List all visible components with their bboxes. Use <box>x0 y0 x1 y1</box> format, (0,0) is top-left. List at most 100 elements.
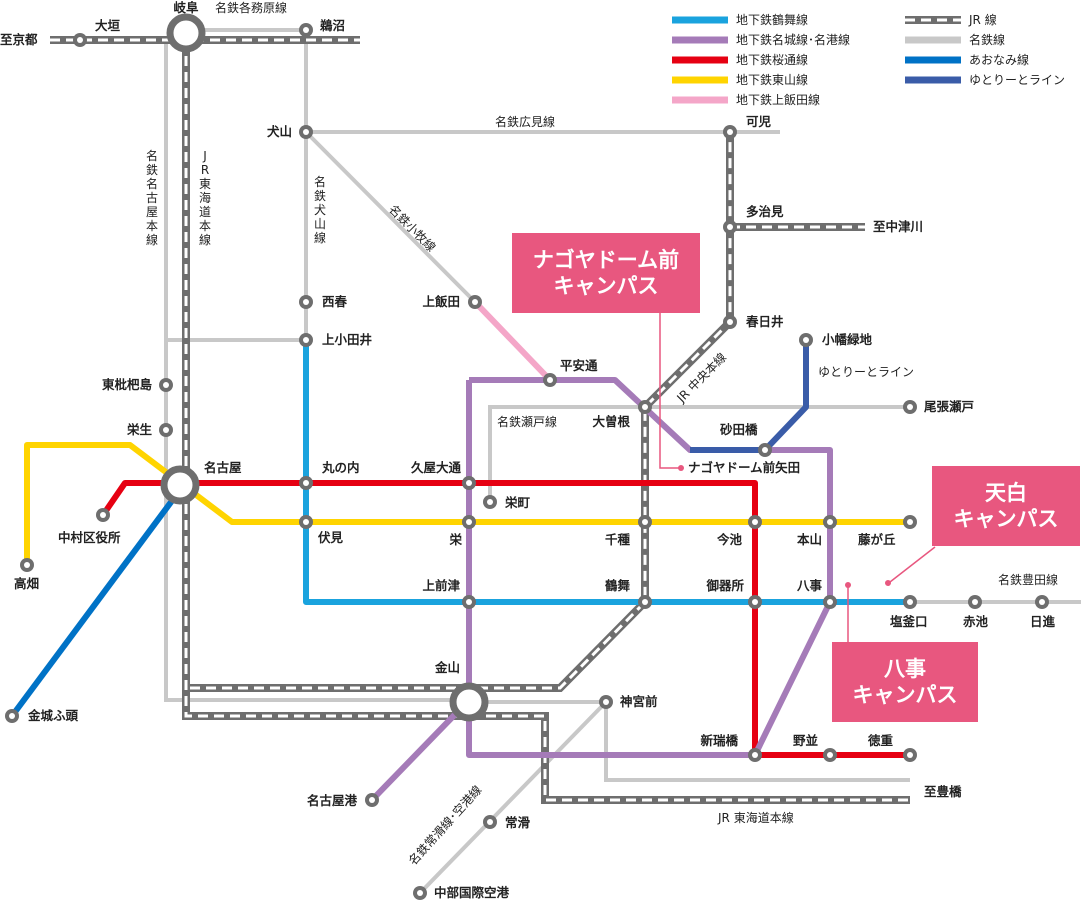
legend-label: 地下鉄東山線 <box>736 72 808 87</box>
station: 八事 <box>796 578 837 609</box>
station-label: 至豊橋 <box>924 784 962 799</box>
station-label: 高畑 <box>14 576 39 591</box>
station-label: 大垣 <box>95 18 121 33</box>
legend-label: JR 線 <box>968 12 997 27</box>
station: 栄町 <box>483 495 531 510</box>
station-marker-center <box>303 27 309 33</box>
station-label: 至京都 <box>0 32 38 47</box>
legend-item: JR 線 <box>905 12 997 27</box>
line-label: 名鉄各務原線 <box>215 0 287 15</box>
station: 中村区役所 <box>58 508 121 545</box>
station-label: 小幡緑地 <box>821 332 873 347</box>
station: 丸の内 <box>299 460 360 490</box>
station: 名古屋港 <box>307 793 379 808</box>
station-marker-center <box>727 224 733 230</box>
station-label: 伏見 <box>318 530 344 545</box>
legend-item: ゆとりーとライン <box>905 73 1065 87</box>
station-label: 犬山 <box>266 124 292 139</box>
station-marker-center <box>1039 599 1045 605</box>
station: 名古屋 <box>160 460 242 505</box>
legend-item: 地下鉄東山線 <box>672 72 808 87</box>
station: 今池 <box>716 515 762 547</box>
station-marker <box>160 465 200 505</box>
station: 栄生 <box>126 422 173 437</box>
station-label: 岐阜 <box>173 0 199 15</box>
line-label: 名鉄瀬戸線 <box>497 414 557 429</box>
station-marker-center <box>163 427 169 433</box>
station-label: 中部国際空港 <box>434 885 510 900</box>
station-marker-center <box>487 499 493 505</box>
station: 塩釜口 <box>890 595 928 629</box>
station-marker-center <box>303 337 309 343</box>
station-marker-center <box>466 519 472 525</box>
station: 多治見 <box>723 204 784 234</box>
vertical-line-label: 名鉄犬山線 <box>314 174 326 245</box>
station-label: 千種 <box>605 532 631 547</box>
station-marker-center <box>303 129 309 135</box>
line-label: JR 東海道本線 <box>717 810 794 825</box>
campus-line2: キャンパス <box>852 683 958 707</box>
campus-line2: キャンパス <box>553 274 659 298</box>
station-marker-center <box>603 699 609 705</box>
station: 尾張瀬戸 <box>903 399 974 414</box>
station-marker-center <box>487 819 493 825</box>
station-label: 至中津川 <box>873 219 923 234</box>
station-label: 多治見 <box>746 204 784 219</box>
station-label: 鵜沼 <box>319 18 345 33</box>
station-label: 鶴舞 <box>605 578 631 593</box>
line-label-rotated: JR 中央本線 <box>673 349 729 405</box>
station-marker-center <box>972 599 978 605</box>
station: 小幡緑地 <box>799 332 873 347</box>
station-label: 本山 <box>797 532 822 547</box>
station-label: 日進 <box>1030 614 1056 629</box>
station-marker-center <box>827 752 833 758</box>
station-label: 名古屋 <box>204 460 242 475</box>
station: 岐阜 <box>166 0 206 53</box>
station-marker-center <box>9 713 15 719</box>
station: 伏見 <box>299 515 344 545</box>
station: 大曽根 <box>592 400 652 429</box>
station-marker-center <box>417 890 423 896</box>
station: 鶴舞 <box>605 578 652 609</box>
station-label: 金山 <box>434 660 460 675</box>
vertical-line-label: 名鉄名古屋本線 <box>146 148 158 247</box>
station-marker-center <box>907 599 913 605</box>
station-marker-center <box>369 797 375 803</box>
station-marker-center <box>303 519 309 525</box>
station: 久屋大通 <box>410 460 476 490</box>
station: 御器所 <box>705 578 762 609</box>
station-marker-center <box>827 519 833 525</box>
station-label: 金城ふ頭 <box>27 708 79 723</box>
station: 野並 <box>793 733 837 762</box>
station-label: 今池 <box>716 532 743 547</box>
station-label: 新瑞橋 <box>700 733 738 748</box>
station-marker-center <box>752 752 758 758</box>
station-marker-center <box>642 599 648 605</box>
station-label: 八事 <box>796 578 823 593</box>
station-marker-center <box>803 337 809 343</box>
station: 藤が丘 <box>857 515 917 547</box>
station-marker-center <box>24 562 30 568</box>
station-marker-center <box>303 299 309 305</box>
station: 本山 <box>797 515 837 547</box>
station-marker-center <box>827 599 833 605</box>
legend-label: ゆとりーとライン <box>969 73 1065 87</box>
station: 春日井 <box>723 314 784 329</box>
station-label: 徳重 <box>867 733 894 748</box>
station-marker-center <box>752 519 758 525</box>
legend-item: あおなみ線 <box>905 52 1029 67</box>
station-label: 栄町 <box>504 495 531 510</box>
legend-label: あおなみ線 <box>969 52 1029 67</box>
station: 上小田井 <box>299 332 373 347</box>
line-label: 名鉄広見線 <box>495 114 555 129</box>
legend-item: 地下鉄鶴舞線 <box>672 12 808 27</box>
station-marker-center <box>466 480 472 486</box>
station-label: 春日井 <box>745 314 784 329</box>
station: 徳重 <box>867 733 917 762</box>
station-marker-center <box>163 382 169 388</box>
station: 至中津川 <box>873 219 923 234</box>
